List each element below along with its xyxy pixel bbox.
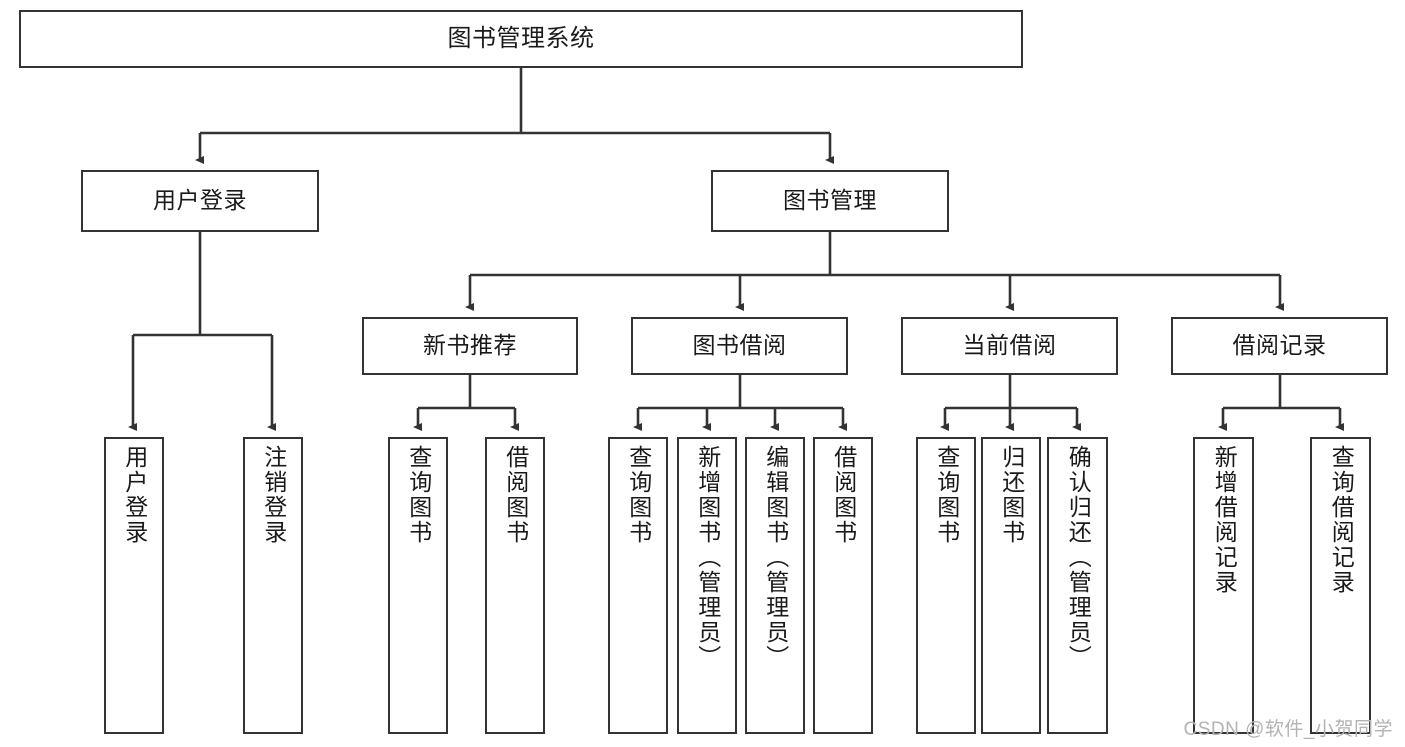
node-label: 新增借阅记录 [1211, 445, 1238, 595]
leaf-current-return-book[interactable]: 归还图书 [981, 437, 1041, 734]
node-label: 归还图书 [998, 445, 1025, 545]
node-label: 当前借阅 [962, 332, 1057, 359]
node-new-book-recommend[interactable]: 新书推荐 [362, 317, 578, 375]
leaf-current-query-book[interactable]: 查询图书 [916, 437, 976, 734]
node-root-system[interactable]: 图书管理系统 [19, 10, 1023, 68]
node-label: 查询图书 [405, 445, 432, 545]
node-label: 借阅图书 [830, 445, 857, 545]
leaf-user-login-logout[interactable]: 注销登录 [243, 437, 303, 734]
node-label: 查询图书 [933, 445, 960, 545]
leaf-borrow-borrow-book[interactable]: 借阅图书 [813, 437, 873, 734]
node-label: 新书推荐 [423, 332, 517, 359]
node-label: 确认归还（管理员） [1065, 445, 1092, 670]
node-label: 注销登录 [260, 445, 287, 545]
node-current-borrow[interactable]: 当前借阅 [901, 317, 1118, 375]
leaf-current-confirm-return[interactable]: 确认归还（管理员） [1047, 437, 1108, 734]
leaf-record-query-record[interactable]: 查询借阅记录 [1310, 437, 1371, 734]
node-label: 新增图书（管理员） [694, 445, 721, 670]
node-user-login[interactable]: 用户登录 [81, 170, 319, 232]
leaf-borrow-query-book[interactable]: 查询图书 [608, 437, 668, 734]
node-borrow-record[interactable]: 借阅记录 [1171, 317, 1388, 375]
leaf-user-login-login[interactable]: 用户登录 [104, 437, 164, 734]
node-label: 借阅图书 [502, 445, 529, 545]
node-label: 用户登录 [153, 187, 247, 214]
node-label: 图书借阅 [692, 332, 787, 359]
leaf-recommend-query-book[interactable]: 查询图书 [388, 437, 448, 734]
node-book-borrow[interactable]: 图书借阅 [631, 317, 848, 375]
node-label: 图书管理系统 [447, 24, 595, 52]
node-label: 查询借阅记录 [1328, 445, 1355, 595]
node-label: 用户登录 [121, 445, 148, 545]
node-book-management[interactable]: 图书管理 [711, 170, 949, 232]
node-label: 图书管理 [783, 187, 877, 214]
watermark-text: CSDN @软件_小贺同学 [1183, 719, 1393, 740]
node-label: 查询图书 [625, 445, 652, 545]
leaf-borrow-edit-book[interactable]: 编辑图书（管理员） [745, 437, 805, 734]
node-label: 编辑图书（管理员） [762, 445, 789, 670]
leaf-recommend-borrow-book[interactable]: 借阅图书 [485, 437, 545, 734]
leaf-borrow-add-book[interactable]: 新增图书（管理员） [677, 437, 737, 734]
node-label: 借阅记录 [1232, 332, 1327, 359]
leaf-record-add-record[interactable]: 新增借阅记录 [1193, 437, 1254, 734]
